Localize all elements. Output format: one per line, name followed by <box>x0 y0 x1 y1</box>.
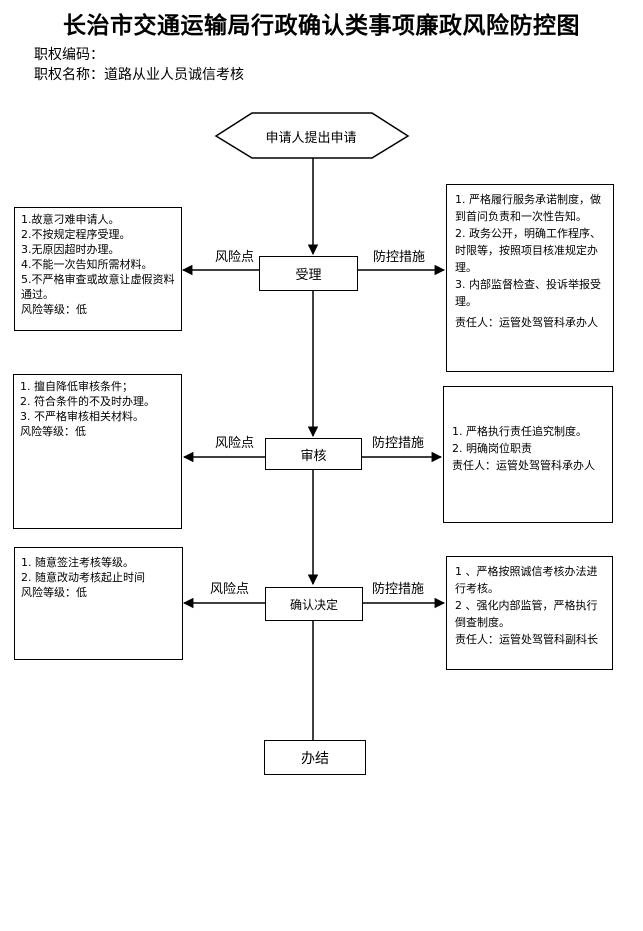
risk-item: 4.不能一次告知所需材料。 <box>21 258 153 271</box>
control-item: 2 、强化内部监管，严格执行倒查制度。 <box>455 599 598 629</box>
risk-item: 1. 随意签注考核等级。 <box>21 556 134 569</box>
control-box-step2: 1. 严格执行责任追究制度。 2. 明确岗位职责 责任人：运管处驾管科承办人 <box>443 386 613 523</box>
control-label-step3: 防控措施 <box>372 582 425 597</box>
risk-box-step3: 1. 随意签注考核等级。 2. 随意改动考核起止时间 风险等级：低 <box>14 547 183 660</box>
control-item: 1. 严格履行服务承诺制度，做到首问负责和一次性告知。 <box>455 193 601 223</box>
authority-name: 职权名称：道路从业人员诚信考核 <box>34 67 244 83</box>
control-item: 2. 明确岗位职责 <box>452 442 532 455</box>
page-title: 长治市交通运输局行政确认类事项廉政风险防控图 <box>63 13 580 39</box>
risk-item: 1. 擅自降低审核条件； <box>20 380 133 393</box>
control-item: 1 、严格按照诚信考核办法进行考核。 <box>455 565 598 595</box>
control-label-step1: 防控措施 <box>373 250 426 265</box>
risk-level: 风险等级：低 <box>20 425 86 438</box>
responsible-person: 责任人：运管处驾管科承办人 <box>455 316 598 329</box>
control-item: 1. 严格执行责任追究制度。 <box>452 425 587 438</box>
responsible-person: 责任人：运管处驾管科承办人 <box>452 459 595 472</box>
risk-item: 3. 不严格审核相关材料。 <box>20 410 144 423</box>
step-node-review: 审核 <box>265 438 362 470</box>
step-node-acceptance: 受理 <box>259 256 358 291</box>
risk-level: 风险等级：低 <box>21 586 87 599</box>
risk-item: 2. 符合条件的不及时办理。 <box>20 395 155 408</box>
risk-level: 风险等级：低 <box>21 303 87 316</box>
risk-box-step2: 1. 擅自降低审核条件； 2. 符合条件的不及时办理。 3. 不严格审核相关材料… <box>13 374 182 529</box>
control-label-step2: 防控措施 <box>372 436 425 451</box>
risk-label-step2: 风险点 <box>215 436 255 451</box>
control-item: 2. 政务公开，明确工作程序、时限等，按照项目核准规定办理。 <box>455 227 601 274</box>
risk-item: 2.不按规定程序受理。 <box>21 228 131 241</box>
control-box-step3: 1 、严格按照诚信考核办法进行考核。 2 、强化内部监管，严格执行倒查制度。 责… <box>446 556 613 670</box>
risk-item: 5.不严格审查或故意让虚假资料通过。 <box>21 273 175 301</box>
risk-item: 1.故意刁难申请人。 <box>21 213 120 226</box>
step-node-confirm-decision: 确认决定 <box>265 587 363 621</box>
risk-item: 3.无原因超时办理。 <box>21 243 120 256</box>
control-item: 3. 内部监督检查、投诉举报受理。 <box>455 278 601 308</box>
risk-label-step3: 风险点 <box>210 582 250 597</box>
risk-item: 2. 随意改动考核起止时间 <box>21 571 145 584</box>
start-hexagon <box>214 112 410 159</box>
risk-label-step1: 风险点 <box>215 250 255 265</box>
responsible-person: 责任人：运管处驾管科副科长 <box>455 633 598 646</box>
risk-box-step1: 1.故意刁难申请人。 2.不按规定程序受理。 3.无原因超时办理。 4.不能一次… <box>14 207 182 331</box>
authority-code: 职权编码： <box>34 47 104 63</box>
end-node-complete: 办结 <box>264 740 366 775</box>
control-box-step1: 1. 严格履行服务承诺制度，做到首问负责和一次性告知。 2. 政务公开，明确工作… <box>446 184 614 372</box>
start-node-label: 申请人提出申请 <box>265 130 357 146</box>
